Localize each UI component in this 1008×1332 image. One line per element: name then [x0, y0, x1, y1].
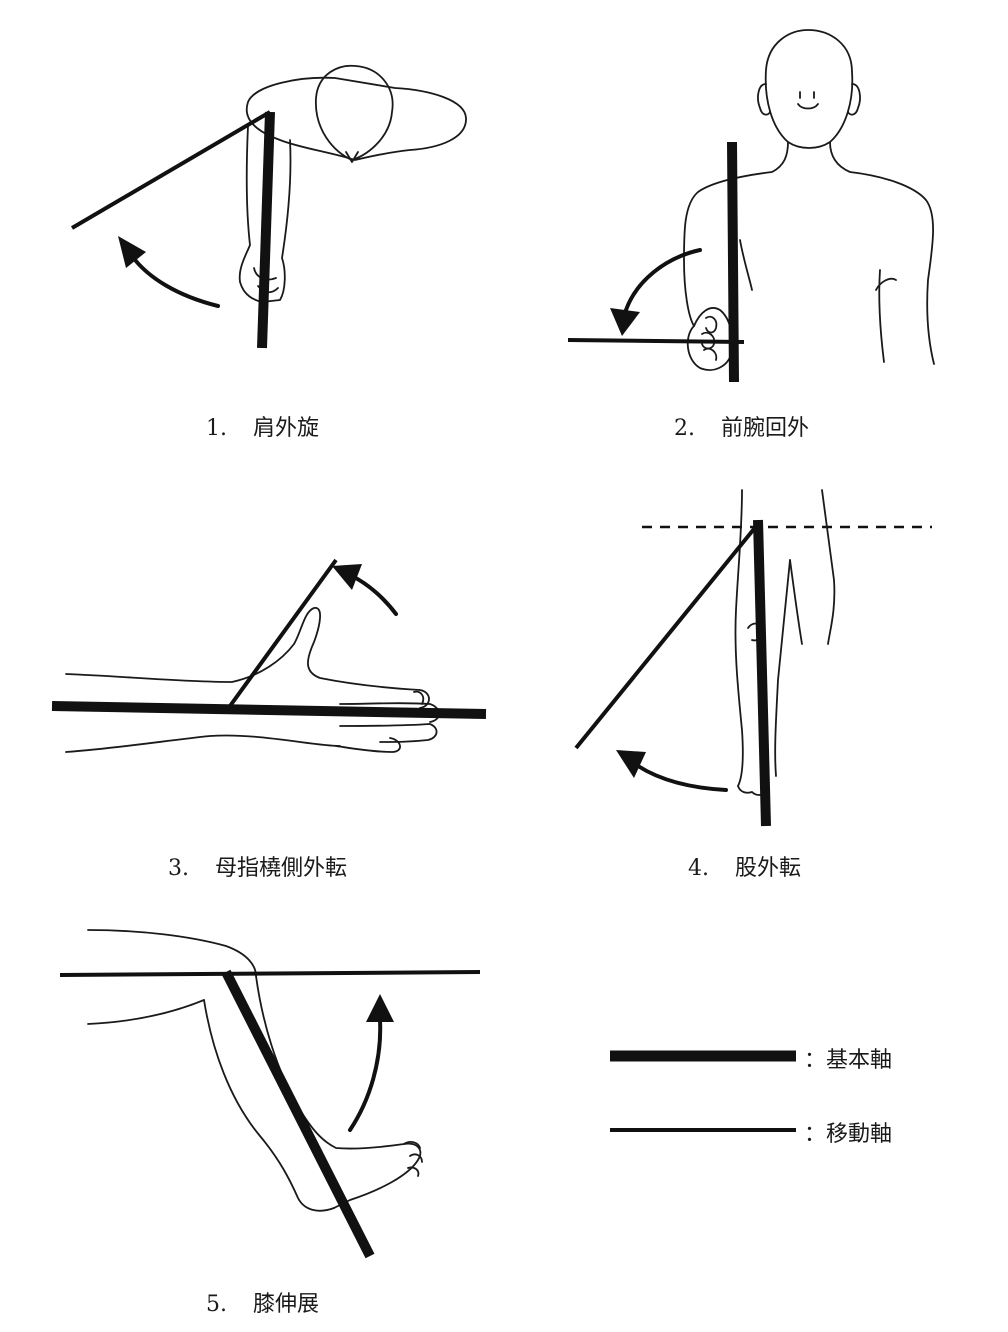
figure-3-caption: 3. 母指橈側外転	[168, 850, 347, 882]
upper-body-front-view-icon	[683, 29, 935, 371]
figure-4-moving-axis	[574, 522, 760, 750]
figure-5-lower-leg-axis	[221, 969, 375, 1259]
figure-2-number: 2.	[674, 416, 695, 441]
legs-front-view-icon	[642, 489, 932, 796]
figure-4-arrow-icon	[636, 764, 728, 792]
figure-5-illustration	[59, 929, 481, 1259]
figure-2-arrow-icon	[624, 248, 702, 312]
legend-basic-axis-label: ：基本軸	[804, 1048, 893, 1073]
figure-4-basic-axis	[753, 519, 771, 827]
figure-1-number: 1.	[206, 416, 227, 441]
figure-3-arrow-icon	[350, 574, 398, 616]
figure-3-basic-axis	[51, 701, 487, 719]
legend-moving-axis-label: ：移動軸	[804, 1122, 893, 1147]
figure-5-label: 膝伸展	[253, 1292, 320, 1317]
figure-5-number: 5.	[206, 1292, 227, 1317]
figure-4-caption: 4. 股外転	[688, 850, 801, 882]
figure-1-moving-axis	[70, 110, 272, 230]
figure-5-caption: 5. 膝伸展	[206, 1286, 319, 1318]
figure-1-arrow-icon	[130, 254, 220, 308]
figure-1-label: 肩外旋	[253, 416, 320, 441]
figure-2-moving-axis	[567, 338, 745, 344]
figure-5-arrow-icon	[348, 1018, 383, 1132]
figure-1-illustration	[70, 64, 467, 349]
figure-1-caption: 1. 肩外旋	[206, 410, 319, 442]
figure-3-label: 母指橈側外転	[215, 856, 348, 881]
figure-2-basic-axis	[727, 141, 739, 383]
figure-3-moving-axis	[228, 558, 338, 708]
hand-side-view-icon	[65, 607, 440, 753]
body-top-view-icon	[238, 64, 467, 303]
legend	[610, 1050, 796, 1132]
figure-4-label: 股外転	[735, 856, 802, 881]
seated-leg-side-view-icon	[87, 929, 423, 1212]
figure-2-label: 前腕回外	[721, 416, 810, 441]
figure-3-illustration	[51, 558, 487, 753]
figure-2-illustration	[567, 29, 935, 383]
figure-1-basic-axis	[257, 111, 275, 349]
figure-4-number: 4.	[688, 856, 709, 881]
figure-5-horizontal-axis	[59, 970, 481, 977]
figure-2-caption: 2. 前腕回外	[674, 410, 809, 442]
figure-3-number: 3.	[168, 856, 189, 881]
figure-4-illustration	[574, 489, 932, 827]
